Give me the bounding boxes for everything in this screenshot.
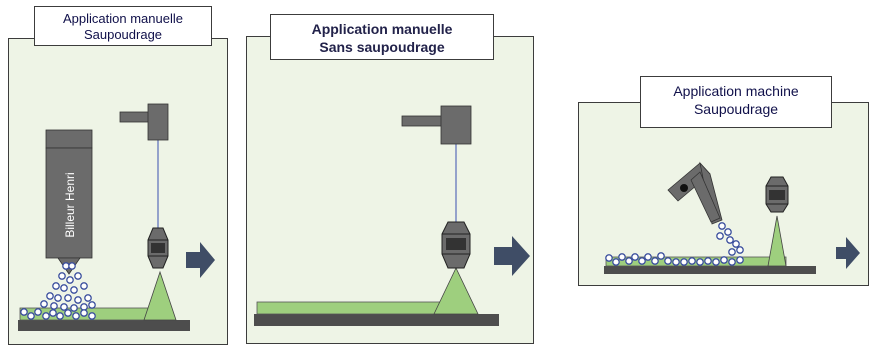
dispenser-icon bbox=[45, 129, 93, 275]
spray-cone bbox=[433, 267, 479, 315]
panel-1-title-line1: Application manuelle bbox=[63, 11, 183, 26]
spray-cone bbox=[767, 215, 787, 267]
conveyor-bar bbox=[254, 314, 499, 326]
panel-3-title-line2: Saupoudrage bbox=[693, 100, 779, 117]
panel-3-title: Application machine Saupoudrage bbox=[640, 76, 832, 128]
spray-cone bbox=[143, 270, 177, 321]
next-arrow-icon bbox=[836, 237, 860, 269]
conveyor-bar bbox=[604, 266, 816, 274]
panel-3-title-line1: Application machine bbox=[673, 83, 799, 99]
dispenser-label: Billeur Henri bbox=[63, 172, 77, 237]
panel-1-artwork bbox=[18, 103, 215, 331]
spray-gun-icon bbox=[401, 105, 472, 269]
panel-2-title: Application manuelle Sans saupoudrage bbox=[270, 14, 494, 60]
panel-1-title: Application manuelle Saupoudrage bbox=[34, 6, 212, 46]
panel-machine-powder bbox=[578, 102, 869, 286]
coating-layer bbox=[605, 256, 787, 267]
panel-2-title-line2: Sans saupoudrage bbox=[319, 38, 445, 55]
panel-manual-no-powder bbox=[246, 36, 534, 344]
panel-2-artwork bbox=[254, 105, 530, 326]
panel-2-title-line1: Application manuelle bbox=[311, 21, 453, 37]
powder-hopper-icon bbox=[667, 161, 723, 225]
next-arrow-icon bbox=[494, 236, 530, 276]
next-arrow-icon bbox=[186, 242, 215, 278]
spray-gun-icon bbox=[765, 176, 789, 213]
panel-manual-powder bbox=[8, 38, 228, 345]
powder-beads bbox=[605, 222, 744, 266]
conveyor-bar bbox=[18, 320, 190, 331]
panel-3-artwork bbox=[604, 161, 860, 274]
spray-gun-icon bbox=[119, 103, 169, 269]
panel-1-title-line2: Saupoudrage bbox=[83, 27, 163, 43]
